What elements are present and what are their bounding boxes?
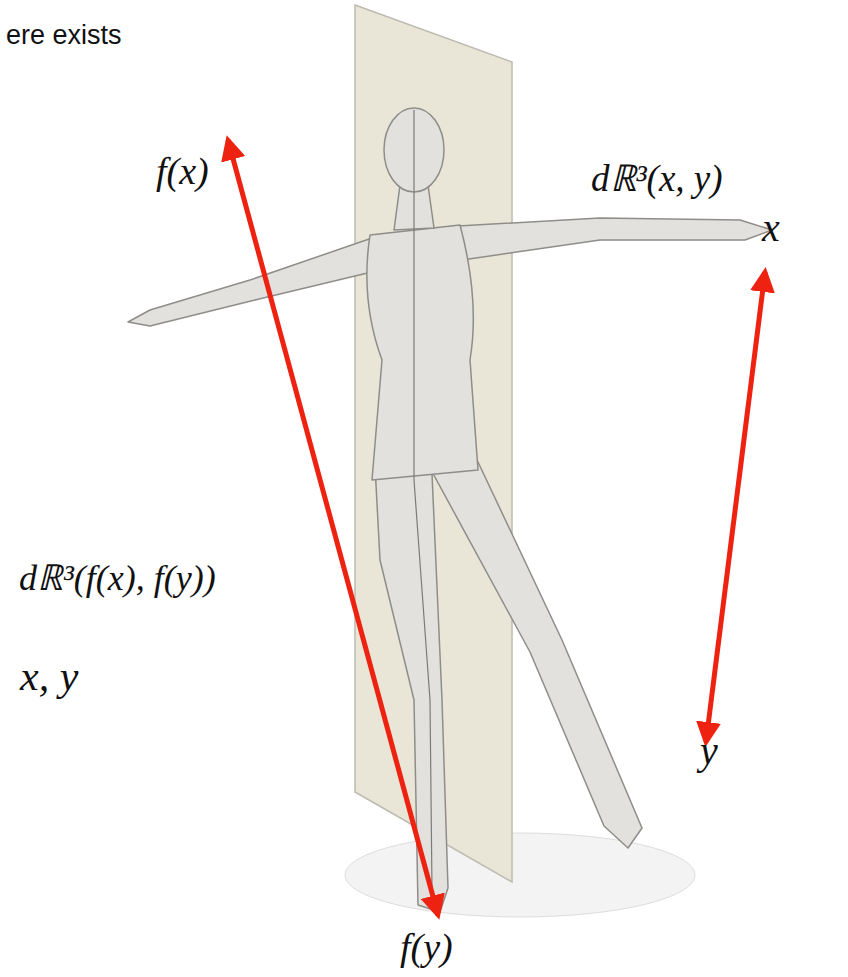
distance-label: dℝ³(x, y) xyxy=(588,158,726,201)
point-label: x, y xyxy=(20,652,78,700)
distance-label: dℝ³(f(x), f(y)) xyxy=(16,558,219,599)
human-figure xyxy=(128,108,772,912)
point-label: x xyxy=(762,205,780,251)
point-label: y xyxy=(700,728,718,774)
point-label: f(x) xyxy=(156,150,209,194)
distance-arrow xyxy=(228,140,438,915)
plane-seam xyxy=(414,110,432,890)
point-label: f(y) xyxy=(400,926,453,970)
floor-shadow xyxy=(345,833,695,917)
heading-fragment: ere exists xyxy=(6,20,122,51)
distance-arrow xyxy=(706,272,765,742)
